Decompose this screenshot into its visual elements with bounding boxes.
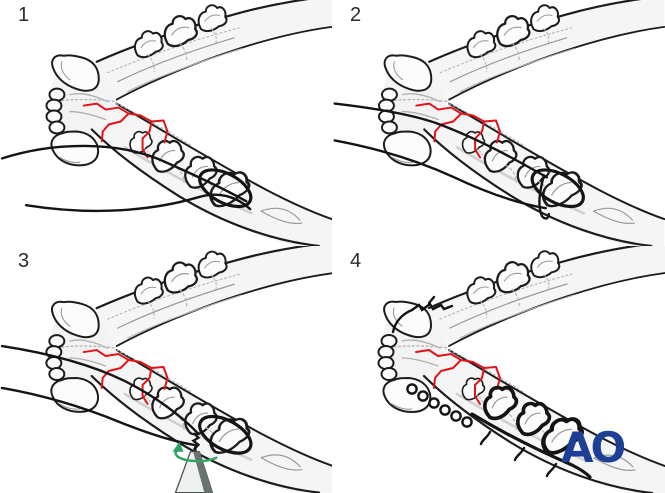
step-number: 3 xyxy=(18,250,30,272)
interdental-wiring xyxy=(470,385,592,479)
cerclage-wire xyxy=(0,344,201,450)
step-panel-2: 2 xyxy=(332,0,665,246)
cerclage-wire xyxy=(333,102,550,220)
cerclage-wire xyxy=(0,144,252,213)
step-number: 2 xyxy=(350,4,362,26)
step-panel-1: 1 xyxy=(0,0,332,246)
wire-passing-loop xyxy=(198,168,253,209)
symphyseal-wire-twist xyxy=(391,295,454,334)
step-number: 1 xyxy=(18,4,30,26)
ao-logo: AO xyxy=(561,423,625,472)
wire-passing-loop xyxy=(198,414,253,455)
wire-passing-loop xyxy=(530,168,585,209)
step-number: 4 xyxy=(350,250,362,272)
rotation-arrow-icon xyxy=(172,441,218,463)
step-panel-4: 4 xyxy=(332,246,665,493)
twisted-wire-chain xyxy=(406,383,473,428)
step-panel-3: 3 xyxy=(0,246,332,493)
